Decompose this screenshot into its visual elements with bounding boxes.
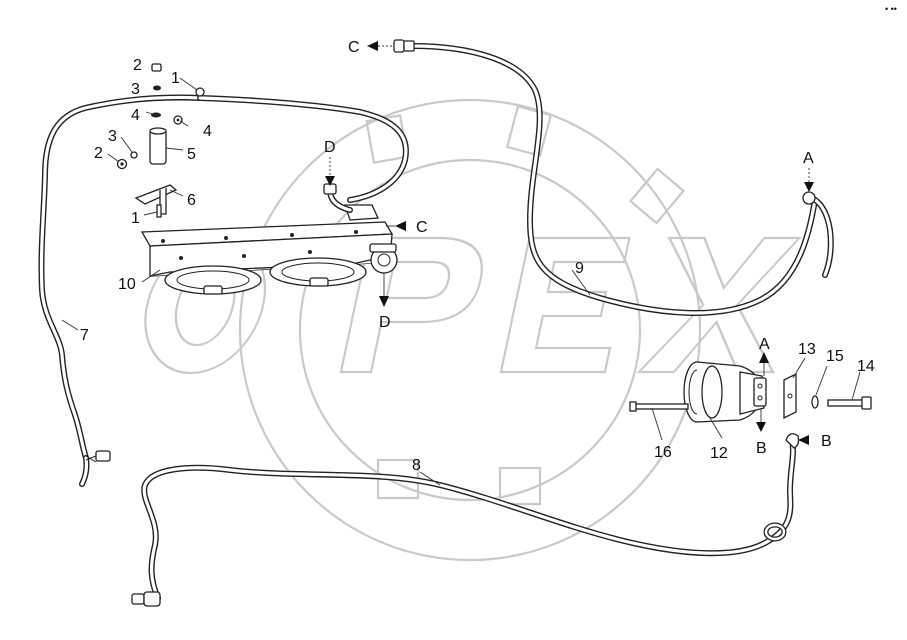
hose-7-upper xyxy=(197,95,409,203)
callout-9: 9 xyxy=(575,260,584,277)
marker-c-right: C xyxy=(386,219,428,236)
corner-mark: • •• xyxy=(885,4,897,14)
svg-text:D: D xyxy=(324,139,336,156)
callout-8: 8 xyxy=(412,457,421,474)
svg-text:B: B xyxy=(756,440,767,457)
callout-2: 2 xyxy=(133,57,142,74)
marker-d-bottom: D xyxy=(379,273,391,331)
hose-9 xyxy=(393,39,834,316)
svg-text:A: A xyxy=(803,150,814,167)
callout-3: 3 xyxy=(131,81,140,98)
compressor xyxy=(683,361,767,423)
svg-text:C: C xyxy=(348,39,360,56)
callout-6: 6 xyxy=(187,192,196,209)
marker-a-top: A xyxy=(803,150,814,192)
leader-lines xyxy=(61,77,861,486)
hose-8 xyxy=(131,433,800,607)
marker-d-top: D xyxy=(324,139,336,186)
callout-16: 16 xyxy=(654,444,672,461)
hose-7 xyxy=(38,94,203,487)
callout-7: 7 xyxy=(80,327,89,344)
callout-1b: 1 xyxy=(131,210,140,227)
svg-text:B: B xyxy=(821,433,832,450)
hose-d xyxy=(323,183,353,213)
callout-12: 12 xyxy=(710,445,728,462)
callout-5: 5 xyxy=(187,146,196,163)
small-parts xyxy=(116,63,205,218)
marker-a-bottom: A xyxy=(759,336,770,376)
svg-text:A: A xyxy=(759,336,770,353)
marker-c-top: C xyxy=(348,39,394,56)
callout-4: 4 xyxy=(131,107,140,124)
compressor-fittings xyxy=(629,372,872,420)
callout-1: 1 xyxy=(171,70,180,87)
callout-13: 13 xyxy=(798,341,816,358)
marker-b-left: B xyxy=(756,408,767,457)
svg-text:C: C xyxy=(416,219,428,236)
callout-labels: 2 3 1 4 4 3 2 5 6 1 10 7 9 8 13 15 14 16… xyxy=(80,57,875,474)
svg-text:D: D xyxy=(379,314,391,331)
marker-b-right: B xyxy=(798,433,832,450)
callout-10: 10 xyxy=(118,276,136,293)
condenser-assembly xyxy=(140,204,398,295)
callout-15: 15 xyxy=(826,348,844,365)
callout-3b: 3 xyxy=(108,128,117,145)
callout-14: 14 xyxy=(857,358,875,375)
callout-4b: 4 xyxy=(203,123,212,140)
callout-2b: 2 xyxy=(94,145,103,162)
